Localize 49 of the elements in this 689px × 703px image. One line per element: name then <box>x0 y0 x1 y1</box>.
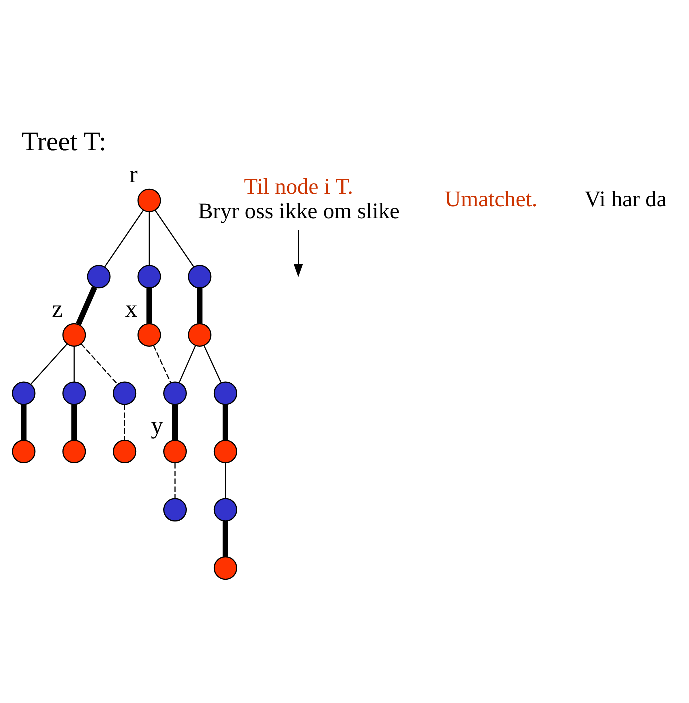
connector <box>222 404 228 440</box>
node-circle <box>62 439 86 464</box>
connector <box>174 462 176 498</box>
node-circle <box>214 556 238 580</box>
connector <box>197 288 203 324</box>
connector <box>179 345 196 382</box>
connector <box>225 462 226 498</box>
node-circle <box>62 381 86 405</box>
node-label: r <box>130 160 138 188</box>
node-circle <box>138 188 162 212</box>
connector <box>148 212 150 266</box>
node-circle <box>113 439 137 464</box>
connector <box>124 404 126 440</box>
connector <box>76 286 98 326</box>
node-circle <box>188 264 212 288</box>
node-circle <box>12 439 36 464</box>
node-circle <box>164 439 188 464</box>
diagram-title: Treet T: <box>22 126 107 156</box>
arrow <box>294 230 304 277</box>
connector <box>72 404 78 440</box>
node-label: z <box>52 295 64 322</box>
node-circle <box>188 322 212 346</box>
node-text: Til node i T. Bryr oss ikke om slike <box>198 173 400 224</box>
connector <box>30 343 68 384</box>
node-circle <box>113 381 137 405</box>
connector <box>172 404 178 440</box>
node-circle <box>164 498 188 522</box>
connector <box>222 520 228 556</box>
node-circle <box>62 322 86 346</box>
label: Umatchet. <box>444 186 538 211</box>
connector <box>74 346 75 382</box>
node-circle <box>12 381 36 405</box>
node-circle <box>87 264 111 288</box>
node-circle <box>164 381 188 405</box>
node-label: x <box>125 295 138 322</box>
connector <box>153 344 172 383</box>
connector <box>104 209 144 267</box>
connector <box>21 404 27 440</box>
connector <box>81 343 118 384</box>
connector <box>146 288 152 324</box>
node-circle <box>214 381 238 405</box>
node-circle <box>214 439 238 464</box>
node-circle <box>138 322 162 346</box>
connector <box>154 209 194 267</box>
node-circle <box>138 264 162 288</box>
connector <box>204 344 222 383</box>
node-label: y <box>151 412 164 439</box>
node-circle <box>214 498 238 522</box>
label: Vi har da <box>584 186 667 211</box>
